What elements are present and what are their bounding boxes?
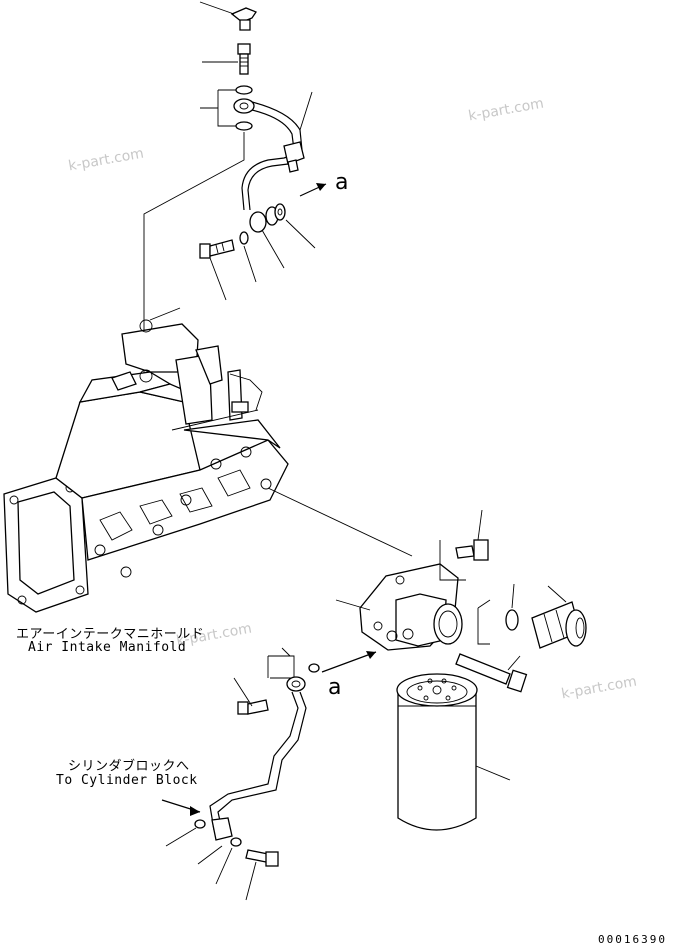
- oil-pipe-bottom: [209, 647, 320, 841]
- top-clip: [199, 1, 257, 31]
- figure-code: 00016390: [598, 933, 667, 946]
- manifold-label-en: Air Intake Manifold: [28, 640, 187, 655]
- filter-head-long-bolt: [455, 653, 528, 693]
- side-bolt-top: [199, 231, 257, 301]
- leader-line: [143, 132, 245, 392]
- plug-with-o-ring: [477, 583, 587, 649]
- bottom-washers: [165, 819, 242, 885]
- arrow-a-top: [299, 183, 327, 197]
- reference-mark-a: a: [328, 675, 342, 700]
- arrow-to-cylinder-block: [161, 799, 201, 816]
- banjo-stack-top: [200, 85, 255, 131]
- top-bolt: [202, 43, 251, 75]
- bottom-bolt: [245, 849, 279, 901]
- cylinder-label-jp: シリンダブロックへ: [68, 759, 190, 774]
- oil-pipe-top: [241, 91, 313, 211]
- reference-mark-a: a: [335, 170, 349, 195]
- cylinder-label-en: To Cylinder Block: [56, 773, 198, 788]
- middle-bolt: [233, 677, 269, 715]
- arrow-a-bottom: [321, 651, 377, 673]
- filter-cartridge: [396, 673, 511, 831]
- pipe-end-fittings: [249, 203, 316, 269]
- filter-head-bolt-top: [455, 509, 489, 561]
- filter-head: [335, 540, 466, 651]
- manifold-label-jp: エアーインテークマニホールド: [16, 627, 205, 642]
- air-intake-manifold: [3, 307, 289, 613]
- leader-line: [267, 487, 413, 557]
